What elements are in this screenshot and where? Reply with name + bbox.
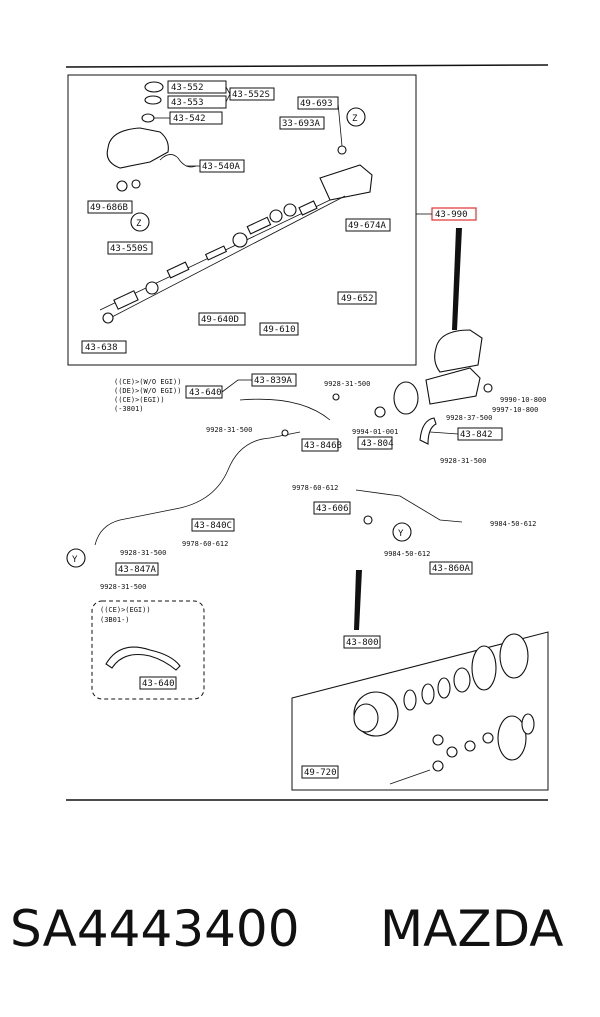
inset-hose-icon: [105, 646, 181, 671]
reservoir-cap-icon: [144, 81, 164, 93]
bolt-icon: [363, 515, 373, 525]
level-sensor-wire-icon: [159, 154, 197, 168]
note-ce-egi: ((CE)>(EGI)): [114, 396, 165, 404]
label-43-638: 43-638: [85, 343, 118, 353]
inset-line-1: ((CE)>(EGI)): [100, 606, 151, 614]
push-rod-icon: [389, 769, 431, 785]
label-43-990: 43-990: [435, 210, 468, 220]
label-9928-31-500-c: 9928-31-500: [440, 457, 486, 465]
grommet-icon: [131, 179, 141, 189]
label-49-686b: 49-686B: [90, 203, 128, 213]
label-9928-31-500-a: 9928-31-500: [324, 380, 370, 388]
pointer-band-lower: [354, 570, 362, 630]
marker-z-icon: [346, 107, 366, 127]
master-cylinder-box: [67, 74, 417, 366]
label-9928-31-500-d: 9928-31-500: [120, 549, 166, 557]
marker-z-2: Z: [352, 114, 358, 124]
parts-diagram: 43-552 43-553 43-552S 43-542 43-540A 49-…: [65, 64, 549, 801]
label-9997-10-800: 9997-10-800: [492, 406, 538, 414]
label-49-674a: 49-674A: [348, 221, 387, 231]
marker-y-2: Y: [398, 529, 404, 539]
booster-front-icon: [353, 703, 379, 733]
label-9984-50-612-a: 9984-50-612: [490, 520, 536, 528]
note-ce-wo-egi: ((CE)>(W/O EGI)): [114, 378, 181, 386]
marker-y-1: Y: [72, 555, 78, 565]
footer: SA4443400 MAZDA: [0, 900, 600, 980]
note-de-wo-egi: ((DE)>(W/O EGI)): [114, 387, 181, 395]
label-43-860a: 43-860A: [432, 564, 471, 574]
label-43-839a: 43-839A: [254, 376, 293, 386]
label-33-693a: 33-693A: [282, 119, 321, 129]
clip-icon: [332, 393, 340, 401]
label-43-840c: 43-840C: [194, 521, 232, 531]
pointer-band: [452, 228, 462, 330]
marker-y-icon: [66, 548, 86, 568]
top-rule: [65, 64, 549, 68]
label-43-540a: 43-540A: [202, 162, 241, 172]
label-43-640: 43-640: [189, 388, 222, 398]
nut-icon: [374, 406, 386, 418]
label-49-610: 49-610: [263, 325, 296, 335]
label-43-846b: 43-846B: [304, 441, 342, 451]
bleeder-icon: [337, 145, 347, 155]
label-43-640-b: 43-640: [142, 679, 175, 689]
reservoir-strainer-icon: [141, 113, 155, 123]
label-43-553: 43-553: [171, 98, 204, 108]
label-49-652: 49-652: [341, 294, 374, 304]
label-43-552s: 43-552S: [232, 90, 270, 100]
hose-icon: [419, 417, 437, 445]
assembled-master-cylinder-icon: [434, 329, 483, 373]
label-9994-01-001: 9994-01-001: [352, 428, 398, 436]
marker-y-icon: [392, 522, 412, 542]
label-43-552: 43-552: [171, 83, 204, 93]
inset-box: [91, 600, 205, 700]
label-9978-60-612-b: 9978-60-612: [182, 540, 228, 548]
label-43-804: 43-804: [361, 439, 394, 449]
label-49-640d: 49-640D: [201, 315, 239, 325]
label-43-800: 43-800: [346, 638, 379, 648]
booster-icon: [393, 381, 419, 415]
part-number: SA4443400: [10, 900, 300, 958]
label-9928-37-500: 9928-37-500: [446, 414, 492, 422]
master-cylinder-body-icon: [319, 164, 373, 201]
label-49-693: 49-693: [300, 99, 333, 109]
brand-name: MAZDA: [380, 900, 564, 958]
clutch-pipe-icon: [94, 398, 331, 546]
note-3801: (-3801): [114, 405, 144, 413]
nut-icon: [483, 383, 493, 393]
label-43-847a: 43-847A: [118, 565, 157, 575]
booster-internals: [403, 633, 535, 772]
inset-line-2: (3B01-): [100, 616, 130, 624]
booster-box: [291, 631, 549, 791]
bracket-rod-icon: [355, 489, 463, 523]
grommet-icon: [116, 180, 128, 192]
label-9928-31-500-e: 9928-31-500: [100, 583, 146, 591]
label-43-542: 43-542: [173, 114, 206, 124]
label-43-606: 43-606: [316, 504, 349, 514]
label-49-720: 49-720: [304, 768, 337, 778]
label-9978-60-612: 9978-60-612: [292, 484, 338, 492]
marker-z-1: Z: [136, 219, 142, 229]
label-9984-50-612-b: 9984-50-612: [384, 550, 430, 558]
piston-parts: [102, 200, 318, 324]
label-9928-31-500-b: 9928-31-500: [206, 426, 252, 434]
label-43-842: 43-842: [460, 430, 493, 440]
clip-icon: [281, 429, 289, 437]
marker-z-icon: [130, 212, 150, 232]
label-9990-10-800: 9990-10-800: [500, 396, 546, 404]
reservoir-tank-icon: [106, 127, 169, 169]
reservoir-seal-icon: [144, 95, 162, 105]
label-43-550s: 43-550S: [110, 244, 148, 254]
assembled-body-icon: [425, 367, 481, 405]
